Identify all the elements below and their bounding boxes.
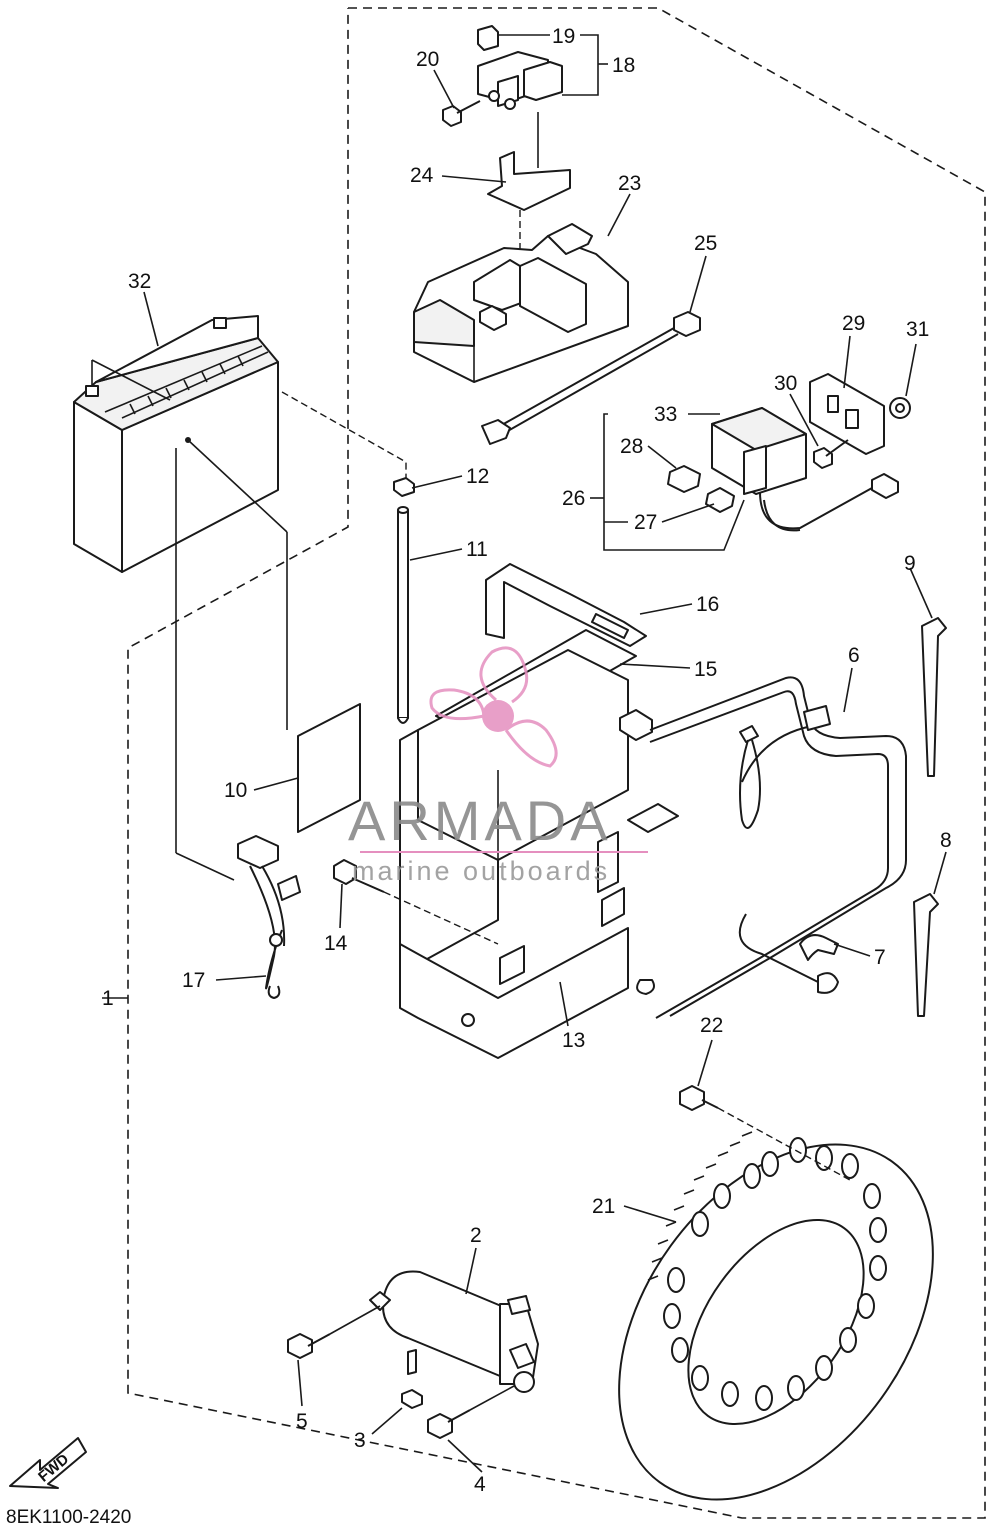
callout-12: 12 [466, 465, 489, 488]
callout-31: 31 [906, 318, 929, 341]
callout-9: 9 [904, 552, 916, 575]
bolt-20 [442, 100, 481, 127]
callout-10: 10 [224, 779, 247, 802]
bracket-29 [809, 373, 911, 469]
armada-watermark: ARMADA marine outboards [348, 646, 648, 886]
callout-1: 1 [102, 987, 114, 1010]
callout-4: 4 [474, 1473, 486, 1496]
watermark-title: ARMADA [348, 789, 612, 852]
callout-21: 21 [592, 1195, 615, 1218]
callout-30: 30 [774, 372, 797, 395]
battery-box [399, 649, 679, 1059]
bolt-14 [333, 859, 499, 945]
diagram-code: 8EK1100-2420 [6, 1507, 131, 1528]
breather-tube [393, 477, 415, 724]
callout-14: 14 [324, 932, 348, 955]
bolt-22 [679, 1085, 851, 1181]
bolt-4 [427, 1385, 515, 1439]
cable-tie-8 [913, 893, 939, 1017]
callout-28: 28 [620, 435, 643, 458]
callout-11: 11 [466, 538, 488, 561]
callout-16: 16 [696, 593, 719, 616]
sheet-10 [297, 703, 361, 833]
assembly-outline [127, 7, 986, 1519]
starter-motor [369, 1270, 539, 1393]
callout-26: 26 [562, 487, 585, 510]
callout-6: 6 [848, 644, 860, 667]
callout-8: 8 [940, 829, 952, 852]
callout-2: 2 [470, 1224, 482, 1247]
leader-lines [102, 34, 947, 1473]
callout-23: 23 [618, 172, 641, 195]
callout-numbers: 19 18 20 24 23 25 32 29 31 30 33 28 26 2… [102, 25, 952, 1496]
battery [73, 315, 279, 573]
callout-22: 22 [700, 1014, 723, 1037]
lead-17 [237, 835, 301, 999]
bolt-5 [287, 1305, 381, 1359]
callout-27: 27 [634, 511, 657, 534]
propeller-logo-icon [429, 646, 558, 768]
watermark-subtitle: marine outboards [352, 856, 610, 886]
callout-24: 24 [410, 164, 434, 187]
starter-relay [477, 25, 563, 168]
callout-29: 29 [842, 312, 865, 335]
fuse-box [667, 407, 899, 532]
callout-3: 3 [354, 1429, 366, 1452]
wire-lead-6 [619, 676, 907, 1019]
cable-tie-9 [921, 617, 947, 777]
band-16 [485, 563, 647, 647]
callout-33: 33 [654, 403, 677, 426]
starter-ring-gear [618, 1131, 934, 1501]
callout-5: 5 [296, 1410, 308, 1433]
lead-25 [481, 311, 701, 445]
battery-leaders [175, 391, 407, 881]
callout-25: 25 [694, 232, 717, 255]
callout-20: 20 [416, 48, 439, 71]
cover-23 [413, 223, 629, 383]
callout-17: 17 [182, 969, 205, 992]
clamp-7 [799, 934, 839, 961]
callout-7: 7 [874, 946, 886, 969]
callout-32: 32 [128, 270, 151, 293]
callout-19: 19 [552, 25, 575, 48]
callout-13: 13 [562, 1029, 585, 1052]
fwd-arrow-icon: FWD [9, 1437, 87, 1489]
bracket-24 [487, 151, 571, 260]
callout-18: 18 [612, 54, 635, 77]
callout-15: 15 [694, 658, 717, 681]
nut-3 [401, 1389, 423, 1409]
